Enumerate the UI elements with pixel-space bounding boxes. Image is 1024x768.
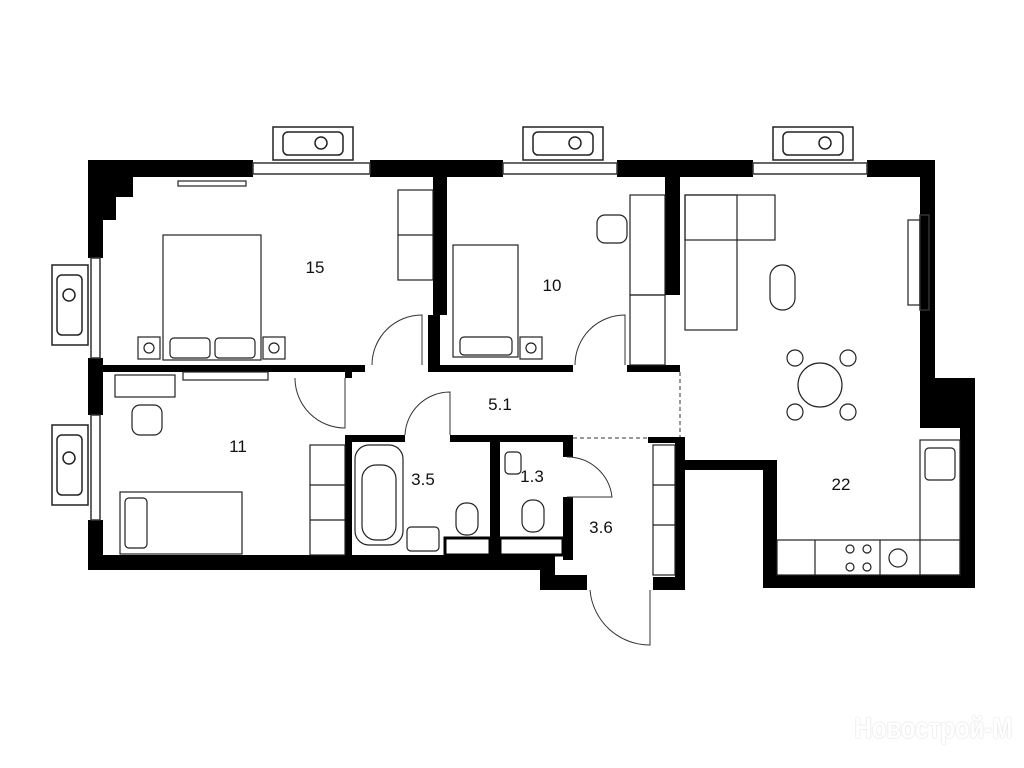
room-area-bedroom-15: 15	[305, 258, 325, 277]
wardrobe	[309, 444, 346, 556]
sink	[406, 526, 440, 552]
room-area-bathroom: 3.5	[411, 470, 435, 489]
room-area-kitchen-living: 22	[831, 475, 851, 494]
walls	[88, 160, 975, 590]
double-bed	[162, 234, 262, 361]
desk	[114, 374, 176, 398]
single-bed	[452, 244, 519, 358]
desk	[629, 194, 666, 296]
balcony-planters	[51, 126, 854, 506]
sofa	[684, 194, 776, 241]
furniture	[114, 180, 961, 576]
single-bed	[119, 491, 243, 555]
dining-table	[797, 362, 843, 408]
bathtub	[354, 444, 404, 546]
sink	[504, 451, 522, 475]
toilet	[455, 502, 479, 536]
toilet	[521, 499, 545, 533]
watermark: Новострой-М	[854, 712, 1012, 745]
room-area-toilet: 1.3	[520, 467, 544, 486]
room-area-hallway: 5.1	[488, 395, 512, 414]
room-area-bedroom-10: 10	[542, 276, 562, 295]
doors	[294, 314, 681, 646]
room-area-entrance: 3.6	[589, 518, 613, 537]
windows	[90, 162, 930, 521]
room-area-bedroom-11: 11	[229, 437, 247, 456]
